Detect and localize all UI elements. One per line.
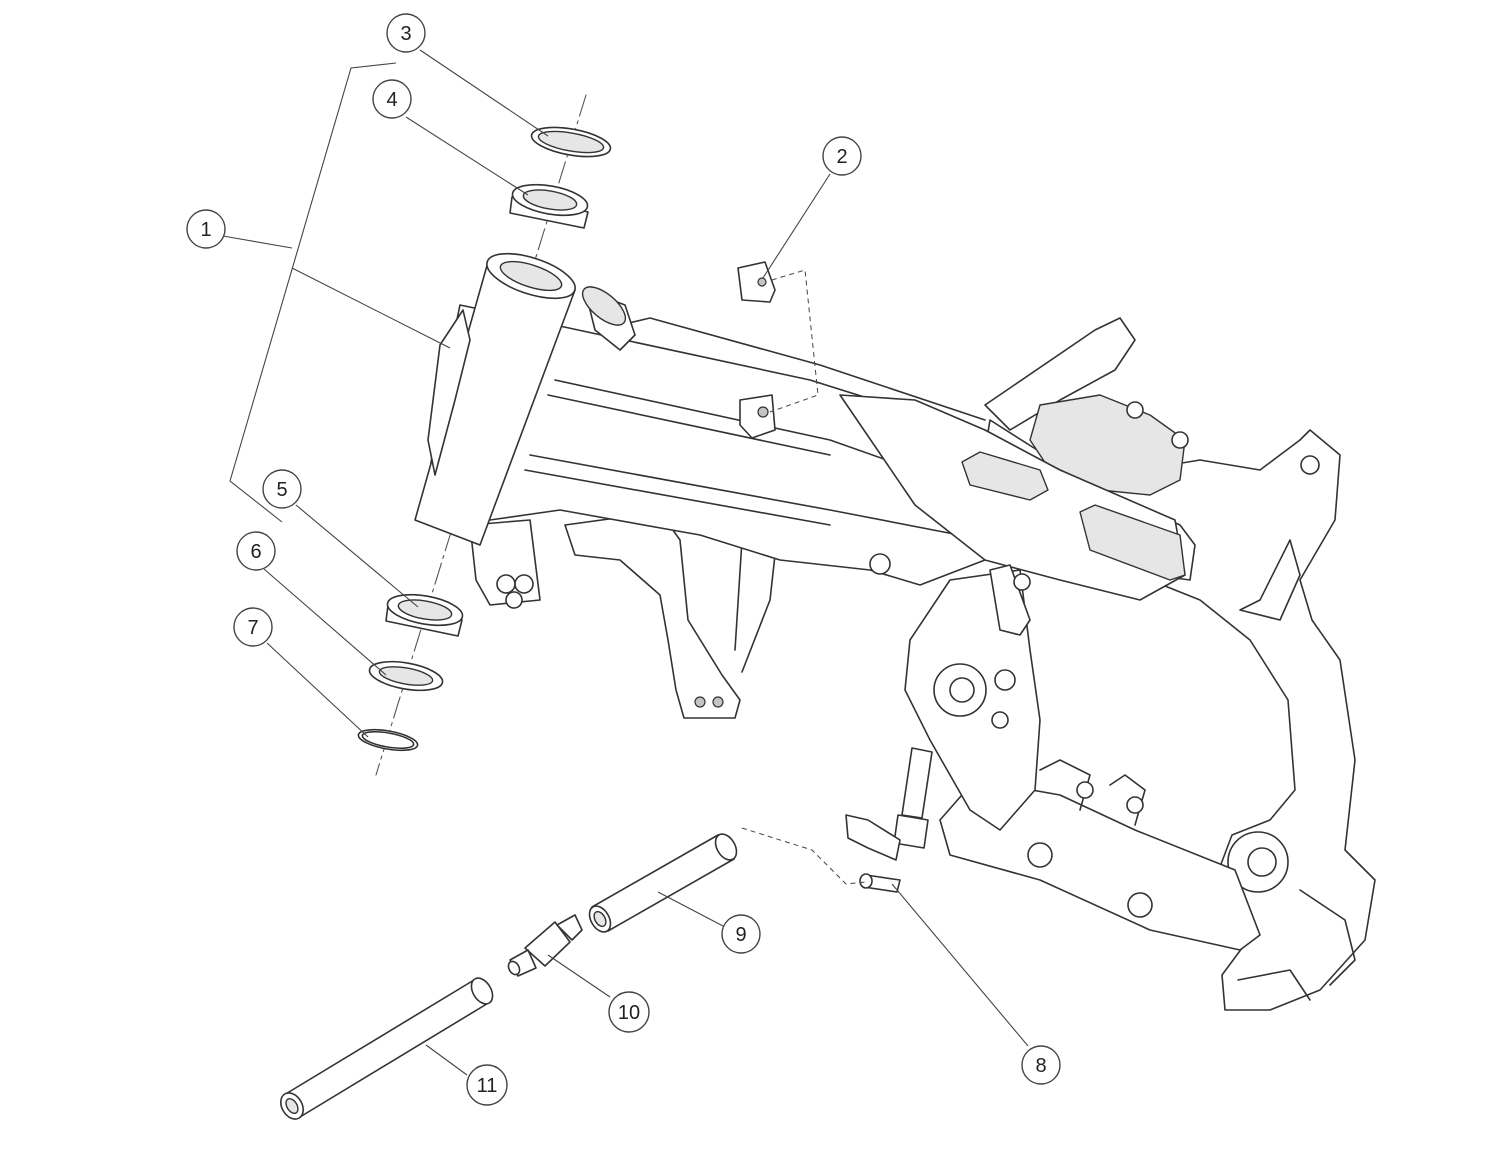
svg-text:2: 2 xyxy=(836,146,847,168)
callout-8: 8 xyxy=(1021,1045,1061,1085)
part-bottom-bearing xyxy=(385,593,464,637)
part-connector xyxy=(507,914,583,977)
callout-7: 7 xyxy=(233,607,273,647)
leader-lines xyxy=(222,49,1029,1076)
svg-text:5: 5 xyxy=(276,479,287,501)
callout-1: 1 xyxy=(186,209,226,249)
svg-text:3: 3 xyxy=(400,23,411,45)
part-long-tube xyxy=(279,977,494,1120)
part-short-tube xyxy=(588,833,738,933)
svg-text:8: 8 xyxy=(1035,1055,1046,1077)
callout-2: 2 xyxy=(822,136,862,176)
svg-text:4: 4 xyxy=(386,89,397,111)
svg-text:11: 11 xyxy=(477,1075,498,1097)
assembly-bracket xyxy=(229,62,397,523)
callout-5: 5 xyxy=(262,469,302,509)
callout-4: 4 xyxy=(372,79,412,119)
callout-6: 6 xyxy=(236,531,276,571)
part-nut-clip xyxy=(737,261,819,413)
part-bottom-dust-ring xyxy=(357,728,419,752)
svg-text:10: 10 xyxy=(618,1002,640,1024)
svg-text:1: 1 xyxy=(200,219,211,241)
part-pivot-bolt xyxy=(741,747,933,893)
callout-9: 9 xyxy=(721,914,761,954)
callout-11: 11 xyxy=(466,1064,508,1106)
part-bottom-seal xyxy=(368,660,444,692)
part-top-dust-ring xyxy=(530,126,612,158)
callout-3: 3 xyxy=(386,13,426,53)
svg-text:9: 9 xyxy=(735,924,746,946)
part-top-bearing xyxy=(509,183,589,229)
svg-text:6: 6 xyxy=(250,541,261,563)
svg-text:7: 7 xyxy=(247,617,258,639)
main-frame xyxy=(414,252,1376,1011)
callout-10: 10 xyxy=(608,991,650,1033)
